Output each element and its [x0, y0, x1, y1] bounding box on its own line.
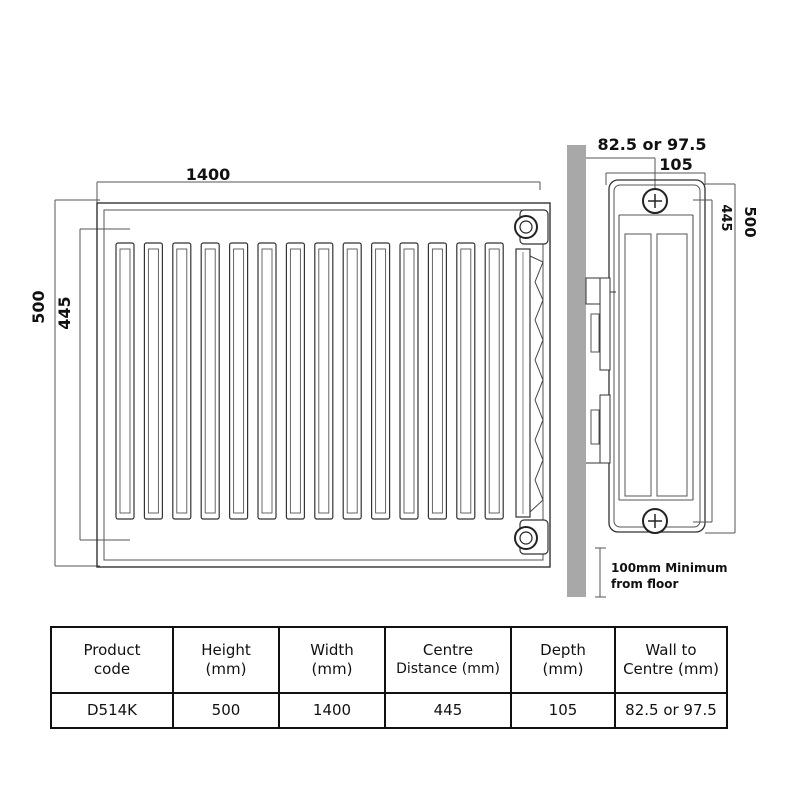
- radiator-inner-frame: [103, 209, 544, 561]
- centre-dimension: 445: [55, 228, 130, 541]
- front-view: 1400 500 445: [29, 165, 551, 568]
- top-valve-port: [514, 209, 549, 245]
- convector-fin: [229, 242, 249, 520]
- radiator-technical-drawing: 1400 500 445: [29, 135, 759, 598]
- header-centre-distance: Centre Distance (mm): [384, 626, 512, 694]
- wall: [567, 145, 586, 597]
- side-view: 82.5 or 97.5 105: [567, 135, 759, 598]
- side-centre-dimension: 445: [693, 199, 733, 523]
- convector-fin: [456, 242, 476, 520]
- wall-bracket-lower: [586, 394, 611, 464]
- cell-depth: 105: [510, 692, 616, 729]
- depth-label: 105: [659, 155, 692, 174]
- cell-wall-to-centre: 82.5 or 97.5: [614, 692, 728, 729]
- convector-fin: [200, 242, 220, 520]
- floor-clearance-dimension: 100mm Minimum from floor: [595, 547, 728, 598]
- radiator-side-profile: [608, 179, 706, 533]
- header-depth: Depth (mm): [510, 626, 616, 694]
- wall-bracket-upper: [585, 277, 616, 371]
- side-bottom-port-icon: [642, 508, 668, 534]
- wall-to-centre-dimension: 82.5 or 97.5: [586, 135, 706, 190]
- side-channel: [515, 248, 544, 518]
- depth-dimension: 105: [605, 155, 706, 185]
- cell-centre-distance: 445: [384, 692, 512, 729]
- spec-table: Product code Height (mm) Width (mm) Cent…: [50, 626, 728, 729]
- header-height: Height (mm): [172, 626, 280, 694]
- convector-fin: [285, 242, 305, 520]
- side-height-dimension: 500: [705, 183, 759, 534]
- header-wall-to-centre: Wall to Centre (mm): [614, 626, 728, 694]
- bottom-valve-port: [514, 519, 549, 555]
- convector-fin: [115, 242, 135, 520]
- cell-product-code: D514K: [50, 692, 174, 729]
- table-header-row: Product code Height (mm) Width (mm) Cent…: [50, 626, 728, 694]
- cell-height: 500: [172, 692, 280, 729]
- radiator-outer-frame: [96, 202, 551, 568]
- cell-width: 1400: [278, 692, 386, 729]
- header-width: Width (mm): [278, 626, 386, 694]
- side-top-port-icon: [642, 188, 668, 214]
- width-label: 1400: [186, 165, 231, 184]
- header-product-code: Product code: [50, 626, 174, 694]
- convector-fins: [115, 242, 504, 520]
- convector-fin: [172, 242, 192, 520]
- floor-note-line2: from floor: [611, 577, 678, 591]
- floor-note-line1: 100mm Minimum: [611, 561, 728, 575]
- convector-fin: [399, 242, 419, 520]
- convector-fin: [342, 242, 362, 520]
- wall-to-centre-label: 82.5 or 97.5: [598, 135, 707, 154]
- convector-fin: [371, 242, 391, 520]
- height-dimension: 500: [29, 199, 100, 567]
- width-dimension: 1400: [96, 165, 541, 205]
- side-centre-label: 445: [718, 204, 733, 231]
- convector-fin: [484, 242, 504, 520]
- side-height-label: 500: [741, 206, 759, 237]
- convector-fin: [257, 242, 277, 520]
- centre-label: 445: [55, 296, 74, 329]
- height-label: 500: [29, 290, 48, 323]
- table-row: D514K 500 1400 445 105 82.5 or 97.5: [50, 692, 728, 729]
- convector-fin: [143, 242, 163, 520]
- convector-fin: [427, 242, 447, 520]
- convector-fin: [314, 242, 334, 520]
